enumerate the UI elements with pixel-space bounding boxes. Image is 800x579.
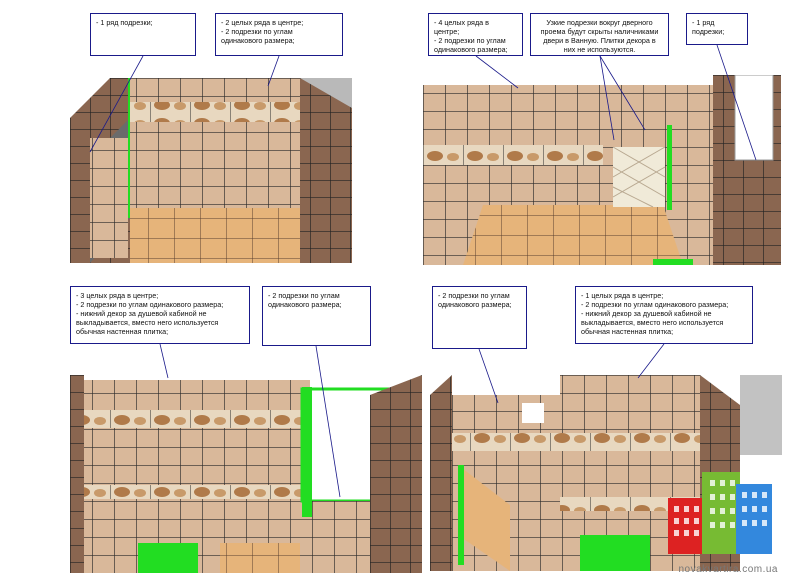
site-logo	[668, 472, 772, 554]
render-panel-2	[423, 75, 781, 265]
callout-panel3-a: - 3 целых ряда в центре; - 2 подрезки по…	[70, 286, 250, 344]
callout-panel3-b: - 2 подрезки по углам одинакового размер…	[262, 286, 371, 346]
render-panel-3	[70, 375, 422, 573]
bathroom-render-3	[70, 375, 422, 573]
callout-panel4-b: - 1 целых ряда в центре; - 2 подрезки по…	[575, 286, 753, 344]
bathroom-render-1	[70, 78, 352, 263]
render-panel-1	[70, 78, 352, 263]
callout-panel1-b: - 2 целых ряда в центре; - 2 подрезки по…	[215, 13, 343, 56]
callout-panel4-a: - 2 подрезки по углам одинакового размер…	[432, 286, 527, 349]
bathroom-render-2	[423, 75, 781, 265]
watermark-text[interactable]: novakvartira.com.ua	[678, 564, 778, 575]
callout-panel1-a: - 1 ряд подрезки;	[90, 13, 196, 56]
callout-panel2-a: - 4 целых ряда в центре; - 2 подрезки по…	[428, 13, 523, 56]
callout-panel2-c: - 1 ряд подрезки;	[686, 13, 748, 45]
callout-panel2-b: Узкие подрезки вокруг дверного проема бу…	[530, 13, 669, 56]
